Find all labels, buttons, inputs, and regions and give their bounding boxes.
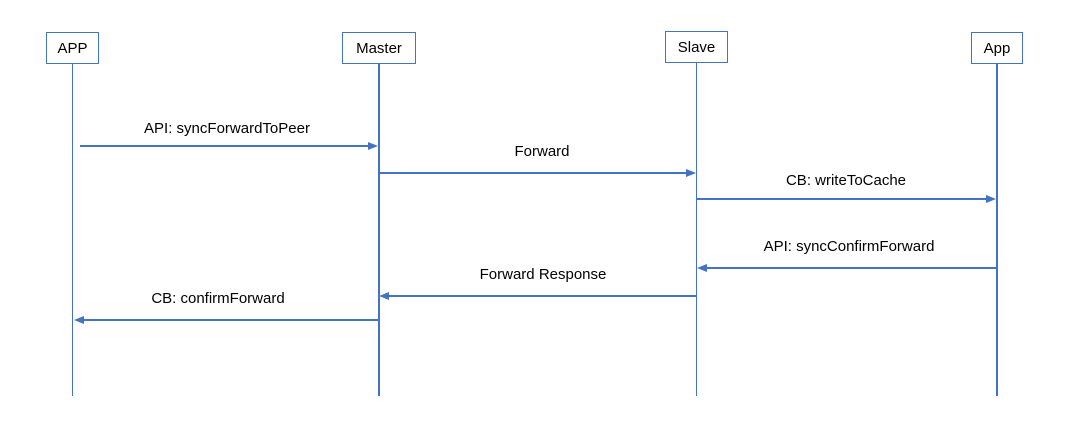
- actor-label: Slave: [677, 38, 716, 56]
- message-label: Forward: [514, 143, 570, 160]
- message-line: [84, 319, 379, 321]
- actor-label: APP: [57, 39, 88, 57]
- message-line: [697, 198, 987, 200]
- arrowhead-right-icon: [686, 168, 696, 177]
- arrowhead-right-icon: [368, 141, 378, 150]
- arrowhead-left-icon: [74, 315, 84, 324]
- lifeline-app-right: [996, 64, 998, 396]
- arrowhead-left-icon: [379, 291, 389, 300]
- actor-label: App: [983, 39, 1011, 57]
- message-label: CB: writeToCache: [785, 172, 907, 189]
- message-line: [80, 145, 369, 147]
- message-label: CB: confirmForward: [151, 290, 285, 307]
- message-label: Forward Response: [479, 266, 607, 283]
- arrowhead-right-icon: [986, 194, 996, 203]
- actor-box-app-right: App: [971, 32, 1023, 64]
- actor-box-master: Master: [342, 32, 416, 64]
- lifeline-master: [378, 64, 380, 396]
- actor-box-app-left: APP: [46, 32, 99, 64]
- actor-box-slave: Slave: [665, 31, 728, 63]
- message-label: API: syncForwardToPeer: [144, 120, 310, 137]
- message-line: [389, 295, 696, 297]
- message-label: API: syncConfirmForward: [763, 238, 935, 255]
- message-line: [707, 267, 996, 269]
- arrowhead-left-icon: [697, 263, 707, 272]
- lifeline-app-left: [71, 64, 74, 396]
- actor-label: Master: [356, 39, 402, 57]
- message-line: [379, 172, 687, 174]
- lifeline-slave: [695, 63, 698, 396]
